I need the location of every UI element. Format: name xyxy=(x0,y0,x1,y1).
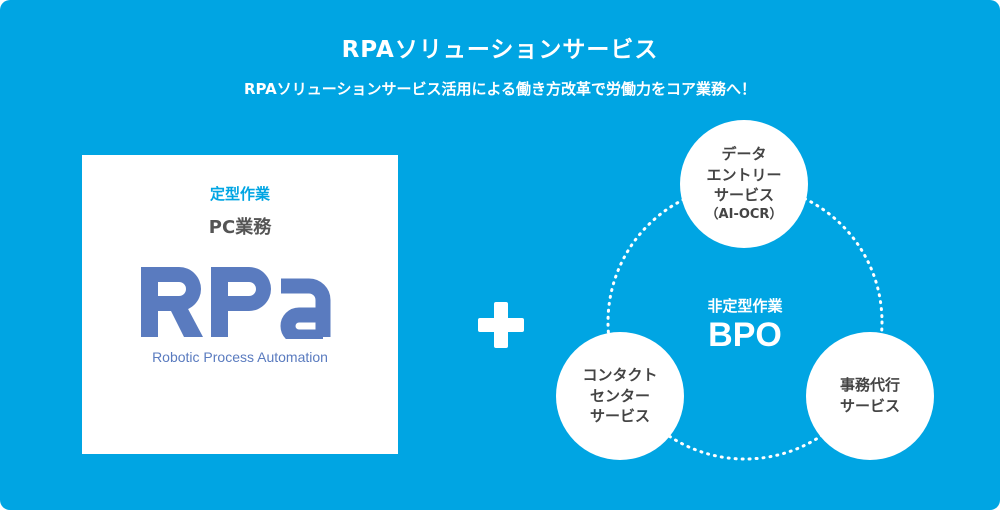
page-title: RPAソリューションサービス xyxy=(341,37,659,63)
bpo-title: BPO xyxy=(708,316,782,354)
service-line: センター xyxy=(589,386,650,405)
plus-icon xyxy=(478,302,524,348)
service-line: サービス xyxy=(839,397,900,415)
service-bubble-data-entry: データ エントリー サービス （AI-OCR） xyxy=(680,120,808,248)
rpa-card: 定型作業 PC業務 Robotic Process Automation xyxy=(82,155,398,454)
service-line: データ xyxy=(721,145,767,163)
rpa-category: 定型作業 xyxy=(209,185,270,203)
service-line: 事務代行 xyxy=(839,376,900,395)
service-line: サービス xyxy=(589,407,650,426)
service-bubble-office-admin: 事務代行 サービス xyxy=(806,332,934,460)
bpo-category: 非定型作業 xyxy=(707,297,783,315)
page-subtitle: RPAソリューションサービス活用による働き方改革で労働力をコア業務へ！ xyxy=(243,80,757,98)
rpa-logo xyxy=(141,267,331,339)
service-line: コンタクト xyxy=(582,365,658,384)
service-line: エントリー xyxy=(706,165,782,184)
service-line: サービス xyxy=(713,186,774,205)
rpa-caption: Robotic Process Automation xyxy=(152,349,328,365)
service-note: （AI-OCR） xyxy=(705,207,783,223)
service-bubble-contact-center: コンタクト センター サービス xyxy=(556,332,684,460)
rpa-work-type: PC業務 xyxy=(208,217,272,238)
